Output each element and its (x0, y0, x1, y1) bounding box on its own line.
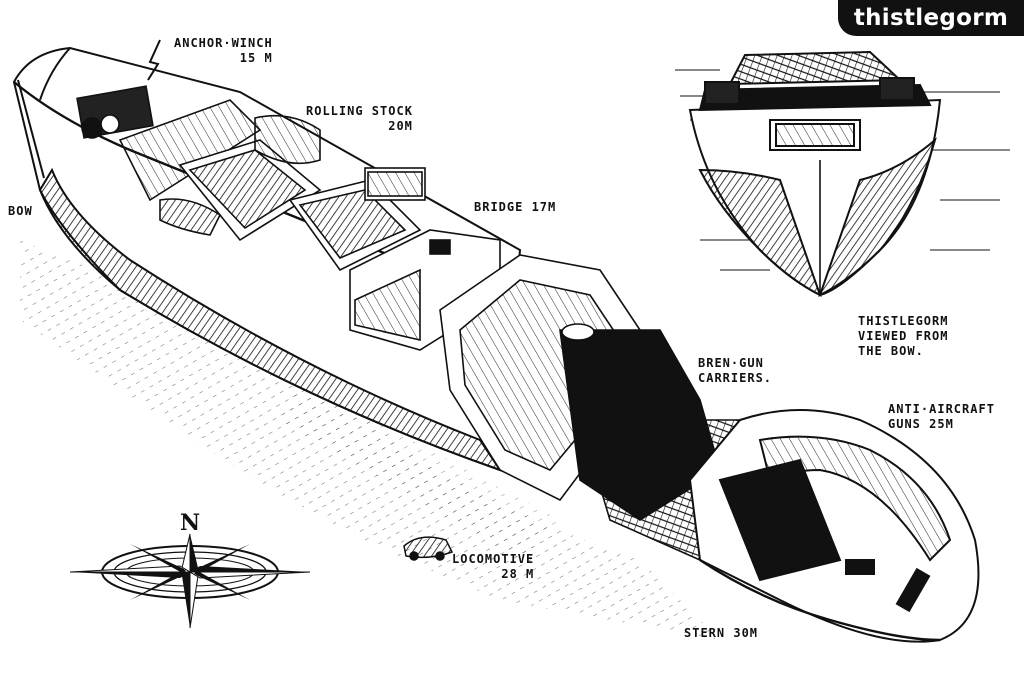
label-bren-gun-carriers: BREN·GUN CARRIERS. (698, 356, 773, 385)
label-bridge: BRIDGE 17M (474, 200, 557, 214)
compass-rose: N (69, 510, 311, 629)
seabed (20, 240, 720, 640)
label-bow: BOW (8, 204, 33, 218)
label-stern: STERN 30M (684, 626, 759, 640)
page-title: thistlegorm (838, 0, 1024, 36)
label-rolling-stock: ROLLING STOCK 20M (306, 104, 413, 133)
compass-north-label: N (180, 510, 200, 536)
label-viewed-from-bow: THISTLEGORM VIEWED FROM THE BOW. (858, 314, 949, 358)
deck-structures (76, 85, 501, 351)
bow-view-inset (675, 50, 1010, 297)
anchor-leader-line (147, 39, 161, 81)
label-locomotive: LOCOMOTIVE 28 M (452, 552, 535, 581)
stern-section (688, 409, 980, 643)
label-anti-aircraft-guns: ANTI·AIRCRAFT GUNS 25M (888, 402, 995, 431)
label-anchor-winch: ANCHOR·WINCH 15 M (174, 36, 273, 65)
locomotive-drawing (403, 536, 454, 561)
